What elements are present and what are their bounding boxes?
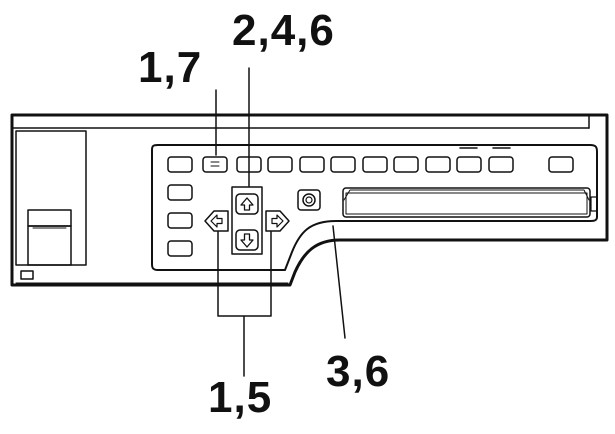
arrow-cluster <box>204 186 290 255</box>
right-button[interactable] <box>265 210 290 232</box>
callout-3-6: 3,6 <box>326 347 391 396</box>
callout-1-7: 1,7 <box>138 43 203 92</box>
arrow-right-icon <box>271 214 284 228</box>
left-button-2[interactable] <box>167 212 193 229</box>
left-button-3[interactable] <box>167 240 193 257</box>
up-button[interactable] <box>235 193 259 215</box>
left-button-1[interactable] <box>167 184 193 201</box>
top-button-4[interactable] <box>267 156 293 173</box>
top-button-10[interactable] <box>456 156 482 173</box>
top-button-12[interactable] <box>548 156 574 173</box>
top-button-7[interactable] <box>362 156 388 173</box>
arrow-down-icon <box>240 233 254 248</box>
arrow-left-icon <box>210 214 223 228</box>
top-button-2[interactable] <box>202 156 228 173</box>
chassis <box>10 113 609 287</box>
left-button-column <box>167 184 193 257</box>
indicator-icon <box>20 270 34 280</box>
top-button-5[interactable] <box>299 156 325 173</box>
top-button-1[interactable] <box>167 156 193 173</box>
drive-bay <box>15 130 87 266</box>
top-button-9[interactable] <box>425 156 451 173</box>
top-button-11[interactable] <box>488 156 514 173</box>
callout-1-5: 1,5 <box>208 373 273 422</box>
callout-2-4-6: 2,4,6 <box>232 6 335 55</box>
down-button[interactable] <box>235 229 259 251</box>
control-panel <box>151 144 598 271</box>
knob-icon[interactable] <box>297 189 321 211</box>
leader-3-6 <box>332 225 346 339</box>
left-button[interactable] <box>204 210 229 232</box>
top-button-8[interactable] <box>393 156 419 173</box>
leader-1-5 <box>217 231 272 377</box>
arrow-up-icon <box>240 197 254 211</box>
disc-slot <box>342 187 598 218</box>
top-button-6[interactable] <box>330 156 356 173</box>
leader-lines <box>215 67 346 377</box>
